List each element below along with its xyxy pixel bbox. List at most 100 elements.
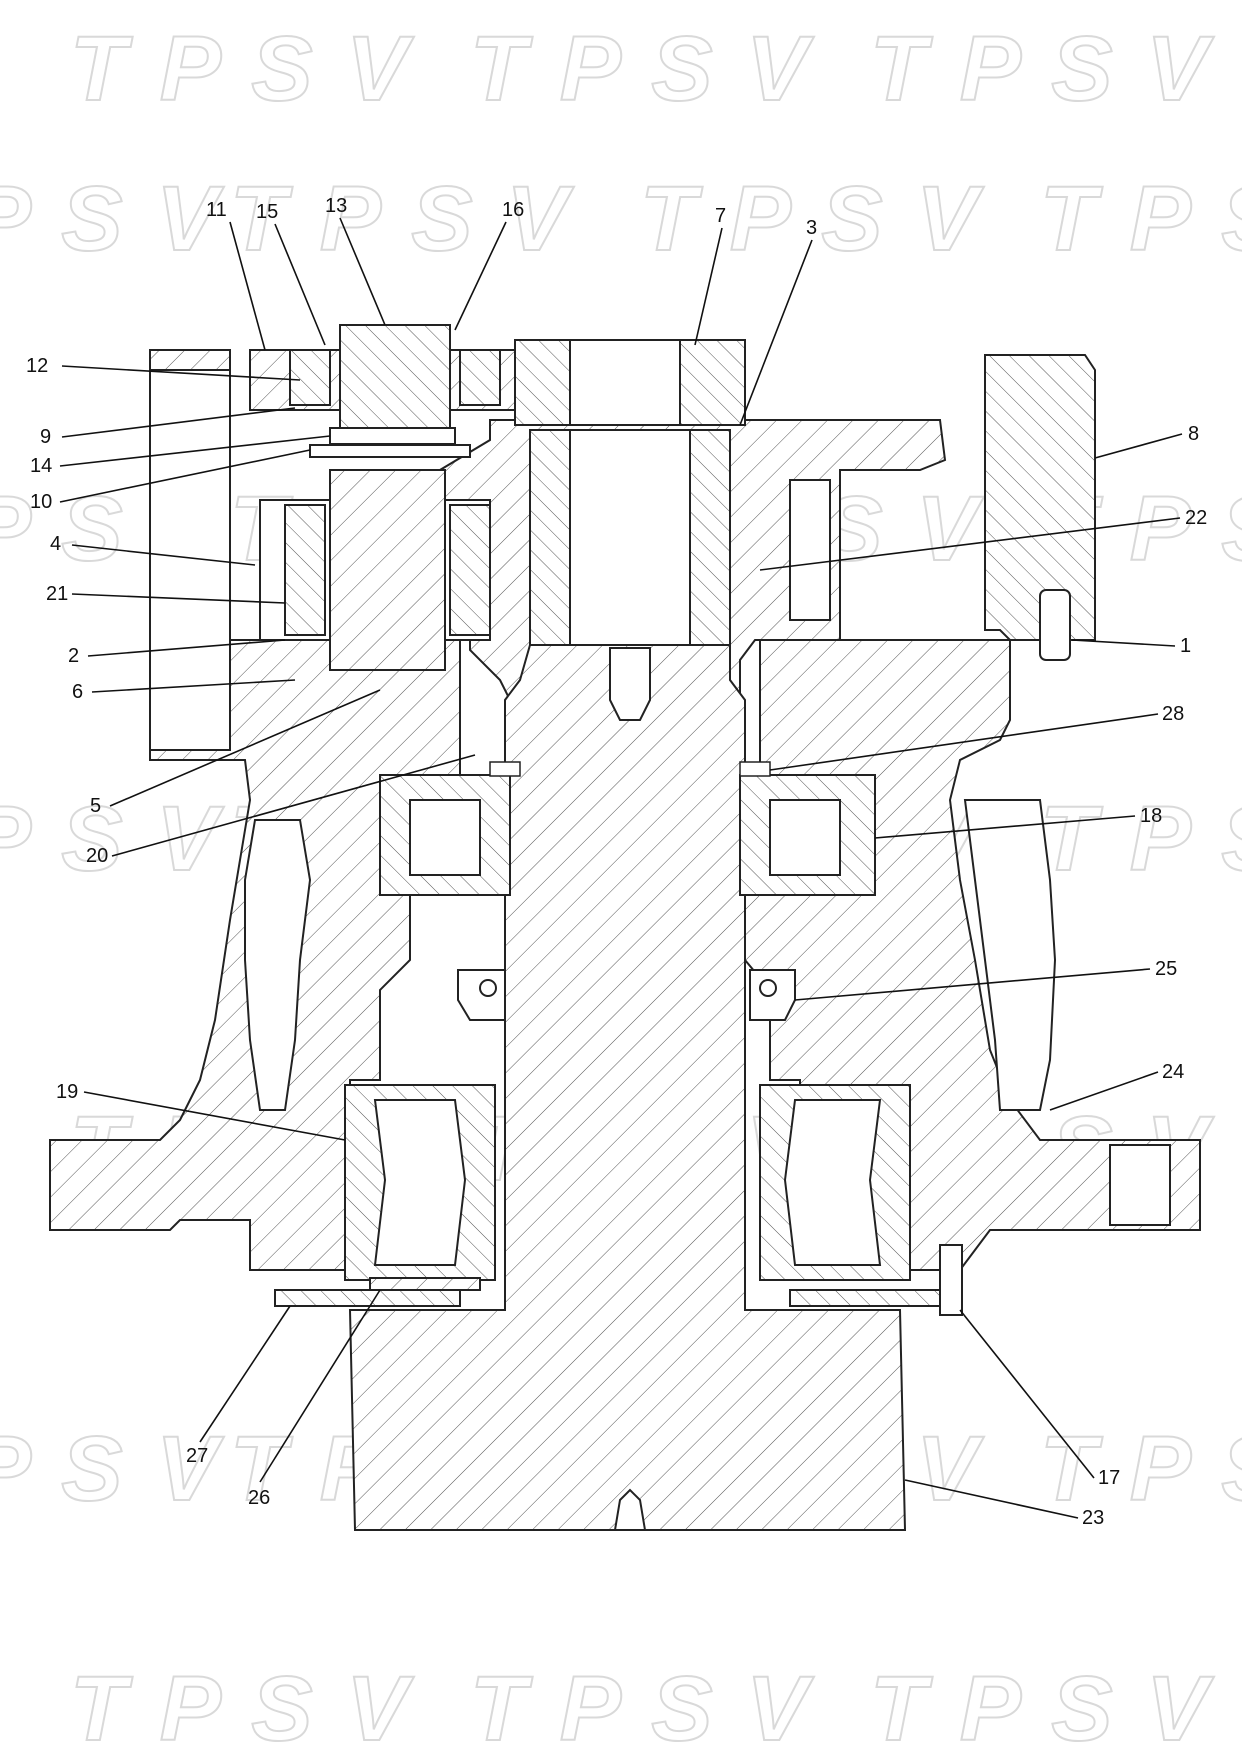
leader-line-13	[339, 217, 386, 326]
watermark-logo: T P S V	[0, 788, 224, 890]
callout-6: 6	[72, 681, 83, 703]
carrier-window	[789, 479, 831, 621]
leader-line-26	[259, 1289, 381, 1483]
center-drill-top	[609, 647, 651, 721]
dowel-pin-1	[1039, 589, 1071, 661]
callout-15: 15	[256, 201, 278, 223]
callout-19: 19	[56, 1081, 78, 1103]
housing-cavity-right	[963, 799, 1057, 1111]
roller-18-right	[769, 799, 841, 876]
leader-line-2	[87, 639, 286, 657]
watermark-logo: T P S V	[1040, 1418, 1242, 1520]
watermark-logo: T P S V	[70, 1658, 414, 1756]
leader-line-10	[59, 449, 311, 503]
leader-line-14	[59, 435, 331, 467]
leader-line-7	[694, 227, 723, 346]
leader-line-25	[794, 968, 1151, 1001]
callout-3: 3	[806, 217, 817, 239]
watermark-logo: T P S V	[870, 1658, 1214, 1756]
leader-line-5	[109, 689, 381, 807]
watermark-logo: T P S V	[640, 168, 984, 270]
leader-line-8	[1094, 433, 1183, 459]
leader-line-28	[769, 713, 1159, 771]
snap-ring-28	[739, 761, 771, 777]
callout-7: 7	[715, 205, 726, 227]
center-drill-bottom	[613, 1488, 647, 1531]
leader-line-16	[454, 221, 507, 331]
callout-1: 1	[1180, 635, 1191, 657]
leader-line-22	[759, 517, 1181, 571]
callout-24: 24	[1162, 1061, 1184, 1083]
leader-line-27	[199, 1305, 291, 1443]
watermark-logo: T P S V	[1040, 788, 1242, 890]
callout-26: 26	[248, 1487, 270, 1509]
housing-cavity-left	[244, 819, 312, 1111]
leader-line-19	[83, 1091, 346, 1141]
callout-11: 11	[206, 199, 227, 221]
callout-27: 27	[186, 1445, 208, 1467]
callout-2: 2	[68, 645, 79, 667]
leader-lines	[59, 217, 1183, 1519]
watermark-logo: T P S V	[470, 1658, 814, 1756]
needle-bearing-21-left	[284, 504, 326, 636]
upper-needle-bearing-right	[459, 349, 501, 406]
cover-plate-27-right	[789, 1289, 961, 1307]
cover-plate-27-left	[274, 1289, 461, 1307]
callout-18: 18	[1140, 805, 1162, 827]
tapered-roller-19-right	[783, 1099, 882, 1266]
callout-13: 13	[325, 195, 347, 217]
watermark-logo: T P S V	[230, 168, 574, 270]
snap-ring-left	[489, 761, 521, 777]
roller-18-left	[409, 799, 481, 876]
watermark-logo: T P S V	[70, 18, 414, 120]
leader-line-4	[71, 544, 256, 566]
watermark-logo: T P S V	[1040, 168, 1242, 270]
assembly-section	[49, 324, 1201, 1531]
leader-line-20	[111, 754, 476, 857]
spacer-26	[369, 1277, 481, 1291]
bolt-17	[939, 1244, 963, 1316]
callout-8: 8	[1188, 423, 1199, 445]
oil-seal-25-left	[457, 969, 506, 1021]
callout-25: 25	[1155, 958, 1177, 980]
ring-gear-bore	[149, 369, 231, 751]
output-shaft-23	[348, 644, 907, 1531]
callout-16: 16	[502, 199, 524, 221]
leader-line-17	[959, 1309, 1095, 1479]
callout-4: 4	[50, 533, 61, 555]
flange-bolt-hole	[1109, 1144, 1171, 1226]
leader-line-18	[874, 815, 1136, 839]
callout-9: 9	[40, 426, 51, 448]
seal-spring-left	[479, 979, 497, 997]
callout-14: 14	[30, 455, 52, 477]
leader-line-23	[904, 1479, 1079, 1519]
needle-bearing-21-right	[449, 504, 491, 636]
callout-12: 12	[26, 355, 48, 377]
thrust-washer-14	[329, 427, 456, 445]
seal-spring-right	[759, 979, 777, 997]
callout-23: 23	[1082, 1507, 1104, 1529]
callout-5: 5	[90, 795, 101, 817]
coupling-7-bore	[569, 339, 681, 426]
callout-10: 10	[30, 491, 52, 513]
leader-line-12	[61, 365, 301, 381]
upper-needle-bearing	[289, 349, 331, 406]
tapered-roller-19-left	[373, 1099, 467, 1266]
leader-line-11	[229, 221, 266, 351]
callout-17: 17	[1098, 1467, 1120, 1489]
leader-line-9	[61, 407, 296, 438]
leader-line-6	[91, 679, 296, 693]
upper-planet-pin	[339, 324, 451, 446]
thrust-washer-10	[309, 444, 471, 458]
watermark-logo: T P S V	[0, 1418, 224, 1520]
watermark-logo: T P S V	[0, 168, 224, 270]
callout-21: 21	[46, 583, 68, 605]
sun-gear-bore	[569, 429, 691, 646]
leader-line-21	[71, 593, 286, 604]
watermark-logo: T P S V	[870, 18, 1214, 120]
leader-line-15	[274, 223, 326, 346]
callout-28: 28	[1162, 703, 1184, 725]
watermark-logo: T P S V	[470, 18, 814, 120]
leader-line-3	[739, 239, 813, 426]
